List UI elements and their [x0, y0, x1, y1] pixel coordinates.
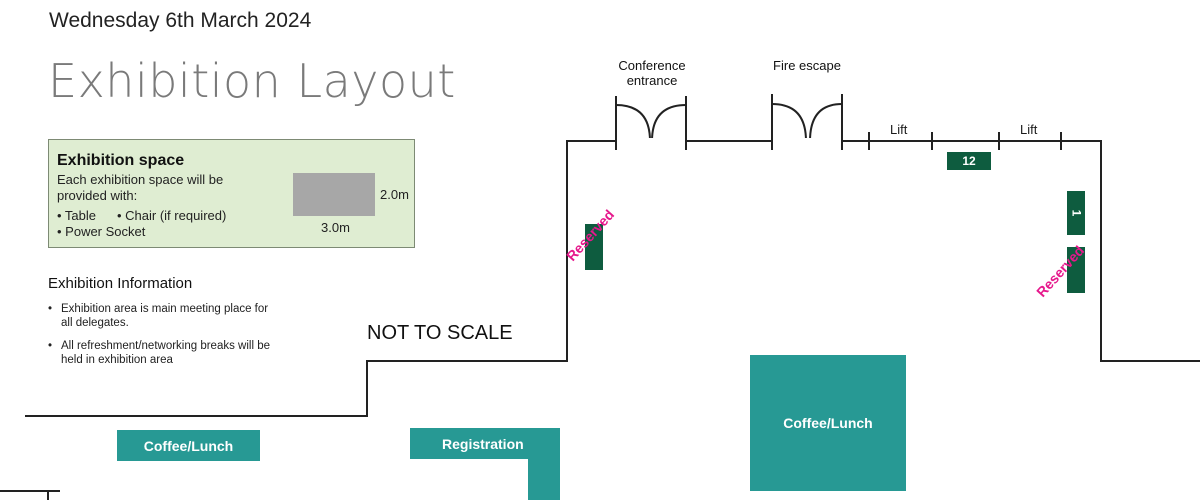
bullet: • — [48, 303, 53, 315]
coffee-lunch-area: Coffee/Lunch — [117, 430, 260, 461]
exhibition-item-power-socket: • Power Socket — [57, 224, 146, 239]
event-date: Wednesday 6th March 2024 — [49, 9, 312, 32]
door-gap — [773, 138, 841, 144]
exhibition-item-chair: • Chair (if required) — [117, 208, 227, 223]
door-arc — [615, 104, 651, 142]
exhibition-info-item: • Exhibition area is main meeting place … — [48, 302, 278, 330]
wall-outline — [25, 140, 1200, 417]
exhibition-info-heading: Exhibition Information — [48, 275, 193, 292]
stand-height-label: 2.0m — [380, 187, 409, 202]
page-title: Exhibition Layout — [48, 54, 456, 108]
registration-area-extension — [528, 459, 560, 500]
exhibition-space-box: Exhibition space Each exhibition space w… — [48, 139, 415, 248]
stand-width-label: 3.0m — [321, 220, 350, 235]
fire-escape-label: Fire escape — [773, 58, 841, 73]
lift-label: Lift — [890, 122, 908, 137]
door-arc — [809, 103, 843, 142]
exhibition-info-text: All refreshment/networking breaks will b… — [61, 340, 271, 366]
conference-entrance-label: Conference entrance — [618, 58, 686, 88]
stand-reserved — [1067, 247, 1085, 293]
exhibition-info-item: • All refreshment/networking breaks will… — [48, 339, 278, 367]
exhibition-info-text: Exhibition area is main meeting place fo… — [61, 303, 269, 329]
door-arc — [771, 103, 807, 142]
exhibition-space-description: Each exhibition space will be provided w… — [57, 172, 224, 203]
exhibition-item-table: • Table — [57, 208, 97, 223]
stand-size-diagram — [293, 173, 375, 216]
door-arc — [651, 104, 687, 142]
registration-area: Registration — [410, 428, 560, 459]
stand-1-label: 1 — [1069, 209, 1083, 217]
bullet: • — [48, 340, 53, 352]
coffee-lunch-area: Coffee/Lunch — [750, 355, 906, 491]
door-gap — [617, 138, 685, 144]
lift-label: Lift — [1020, 122, 1038, 137]
exhibition-space-heading: Exhibition space — [57, 152, 185, 169]
stand-12: 12 — [947, 152, 991, 170]
not-to-scale-note: NOT TO SCALE — [367, 322, 513, 344]
stand-reserved — [585, 224, 603, 270]
stand-1: 1 — [1067, 191, 1085, 235]
